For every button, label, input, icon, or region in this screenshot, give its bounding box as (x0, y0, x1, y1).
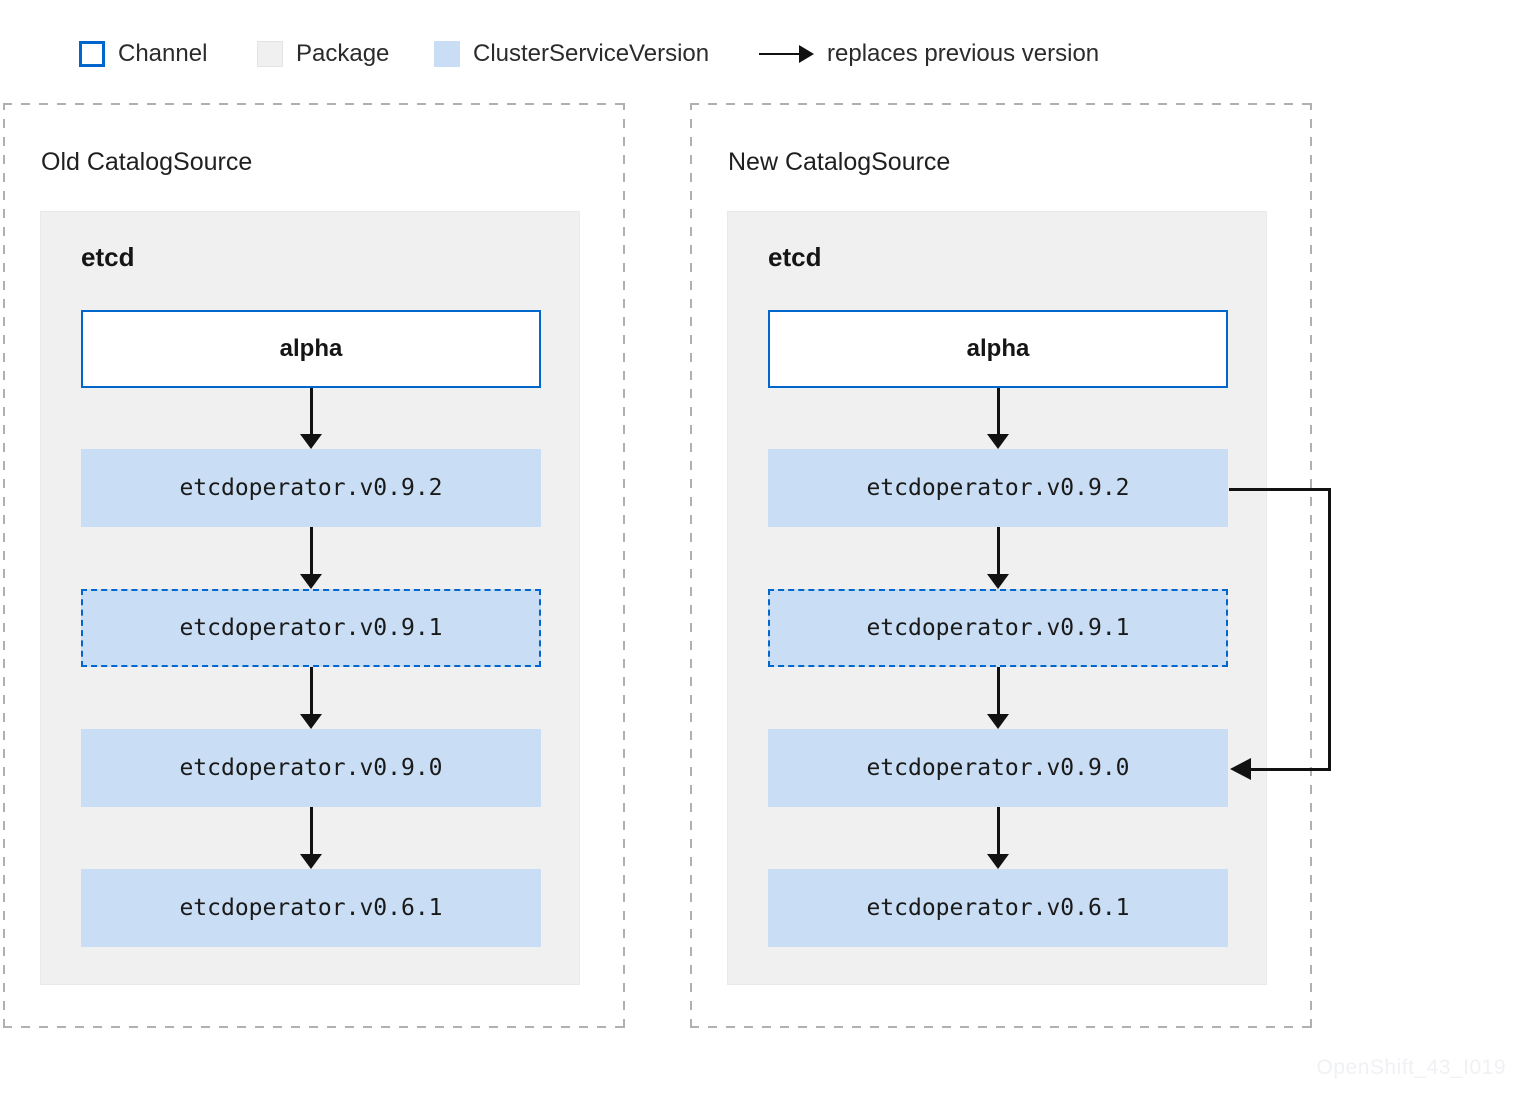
panel-title-old: Old CatalogSource (41, 148, 253, 176)
csv-node-v0-9-2: etcdoperator.v0.9.2 (81, 449, 541, 527)
channel-node-alpha: alpha (81, 310, 541, 388)
flow-arrow-icon (987, 807, 1009, 869)
arrow-shaft (309, 388, 313, 434)
channel-node-alpha: alpha (768, 310, 1228, 388)
arrow-head (987, 574, 1009, 589)
flow-arrow-icon (987, 667, 1009, 729)
arrow-shaft (309, 527, 313, 574)
arrow-shaft (309, 807, 313, 854)
flow-arrow-icon (300, 807, 322, 869)
arrow-head (987, 854, 1009, 869)
legend-label-channel: Channel (118, 39, 208, 67)
csv-node-v0-6-1: etcdoperator.v0.6.1 (81, 869, 541, 947)
arrow-head (799, 44, 814, 63)
arrow-line (759, 52, 799, 55)
skip-arrow-bottom-segment (1251, 768, 1331, 771)
arrow-shaft (996, 527, 1000, 574)
arrow-head (300, 854, 322, 869)
arrow-head (987, 434, 1009, 449)
arrow-head (300, 434, 322, 449)
skip-arrow-vertical-segment (1328, 488, 1331, 771)
skip-arrow-head-icon (1230, 758, 1251, 780)
watermark: OpenShift_43_I019 (1316, 1056, 1506, 1079)
package-swatch-icon (257, 40, 283, 67)
legend-label-replaces: replaces previous version (827, 39, 1100, 67)
flow-arrow-icon (300, 527, 322, 589)
csv-node-v0-9-1: etcdoperator.v0.9.1 (768, 589, 1228, 667)
package-box-etcd-old: etcd alpha etcdoperator.v0.9.2 etcdopera… (40, 211, 580, 985)
legend-item-channel: Channel (79, 40, 207, 67)
csv-swatch-icon (434, 40, 460, 67)
arrow-shaft (996, 388, 1000, 434)
arrow-head (300, 574, 322, 589)
flow-arrow-icon (987, 388, 1009, 449)
legend-item-package: Package (257, 40, 389, 67)
package-box-etcd-new: etcd alpha etcdoperator.v0.9.2 etcdopera… (727, 211, 1267, 985)
legend-item-replaces: replaces previous version (759, 40, 1099, 67)
csv-node-v0-9-0: etcdoperator.v0.9.0 (768, 729, 1228, 807)
flow-arrow-icon (987, 527, 1009, 589)
csv-node-v0-9-2: etcdoperator.v0.9.2 (768, 449, 1228, 527)
skip-arrow-top-segment (1229, 488, 1331, 491)
flow-arrow-icon (300, 667, 322, 729)
old-catalogsource-panel: Old CatalogSource etcd alpha etcdoperato… (3, 103, 625, 1028)
new-catalogsource-panel: New CatalogSource etcd alpha etcdoperato… (690, 103, 1312, 1028)
panel-title-new: New CatalogSource (728, 148, 951, 176)
package-name: etcd (768, 242, 822, 272)
csv-node-v0-9-1: etcdoperator.v0.9.1 (81, 589, 541, 667)
flow-arrow-icon (300, 388, 322, 449)
legend-label-clusterserviceversion: ClusterServiceVersion (473, 39, 710, 67)
package-name: etcd (81, 242, 135, 272)
arrow-head (987, 714, 1009, 729)
csv-node-v0-6-1: etcdoperator.v0.6.1 (768, 869, 1228, 947)
arrow-head (300, 714, 322, 729)
channel-swatch-icon (79, 40, 105, 67)
arrow-shaft (996, 807, 1000, 854)
arrow-shaft (996, 667, 1000, 714)
legend-label-package: Package (296, 39, 390, 67)
legend-item-clusterserviceversion: ClusterServiceVersion (434, 40, 709, 67)
csv-node-v0-9-0: etcdoperator.v0.9.0 (81, 729, 541, 807)
replaces-arrow-icon (759, 44, 814, 63)
arrow-shaft (309, 667, 313, 714)
